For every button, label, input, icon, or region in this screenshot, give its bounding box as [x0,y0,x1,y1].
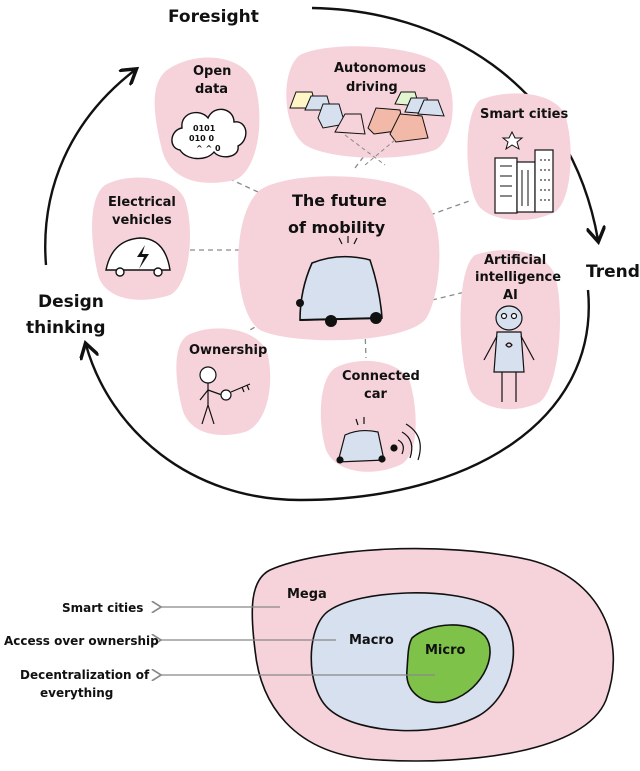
topic-artificial-intelligence: Artificial intelligence AI [460,250,561,410]
micro-label: Micro [425,643,466,658]
mega-label: Mega [287,587,327,602]
layer-arrows [160,607,435,675]
ai-label-line2: intelligence [475,270,561,285]
ownership-label: Ownership [189,343,267,358]
cloud-text-1: 0101 [193,124,216,133]
autonomous-label-line1: Autonomous [334,61,426,76]
electric-car-icon [105,237,171,277]
left-label-smart-cities: Smart cities [62,601,143,615]
foresight-trends-arrow [311,6,598,240]
topic-connected-car: Connected car [320,360,421,472]
autonomous-dashed-lines [344,134,396,166]
topic-ownership: Ownership [176,328,271,435]
topic-smart-cities: Smart cities [467,93,571,221]
topic-open-data: Open data 0101 010 0 ^ ^ 0 [154,57,260,183]
connected-label-line1: Connected [342,369,420,384]
open-data-label-line1: Open [193,64,231,79]
topic-electrical-vehicles: Electrical vehicles [92,177,190,300]
car-fleet-icon [289,91,445,143]
center-node: The future of mobility [238,176,440,341]
design-thinking-label-line2: thinking [26,318,106,338]
person-with-key-icon [199,366,251,425]
center-title-line2: of mobility [288,218,386,237]
connected-car-icon [336,417,421,464]
ai-badge: AI [503,288,518,303]
city-buildings-icon [494,130,554,214]
open-data-label-line2: data [195,82,228,97]
trends-label: Trends [586,262,640,282]
center-title-line1: The future [292,191,387,210]
micro-layer: Micro [406,624,491,704]
design-foresight-arrow [44,70,135,266]
topic-autonomous-driving: Autonomous driving [286,46,453,166]
cloud-icon: 0101 010 0 ^ ^ 0 [171,108,247,160]
macro-label: Macro [349,633,394,648]
left-label-access: Access over ownership [4,634,159,648]
smart-cities-label: Smart cities [480,107,568,122]
design-thinking-label-line1: Design [38,292,104,312]
cloud-text-2: 010 0 [189,134,214,143]
ai-label-line1: Artificial [484,253,546,268]
autonomous-car-icon [296,236,383,327]
foresight-label: Foresight [168,7,259,27]
cloud-text-3: ^ ^ 0 [196,144,221,153]
autonomous-label-line2: driving [346,80,398,95]
left-label-decentralization-line1: Decentralization of [20,668,150,682]
robot-icon [483,305,535,402]
trends-design-arrow [86,289,590,502]
layers-diagram: Mega Macro Micro [251,547,615,762]
electrical-label-line2: vehicles [112,213,172,228]
left-label-decentralization-line2: everything [40,686,113,700]
electrical-label-line1: Electrical [108,195,176,210]
connected-label-line2: car [364,387,387,402]
